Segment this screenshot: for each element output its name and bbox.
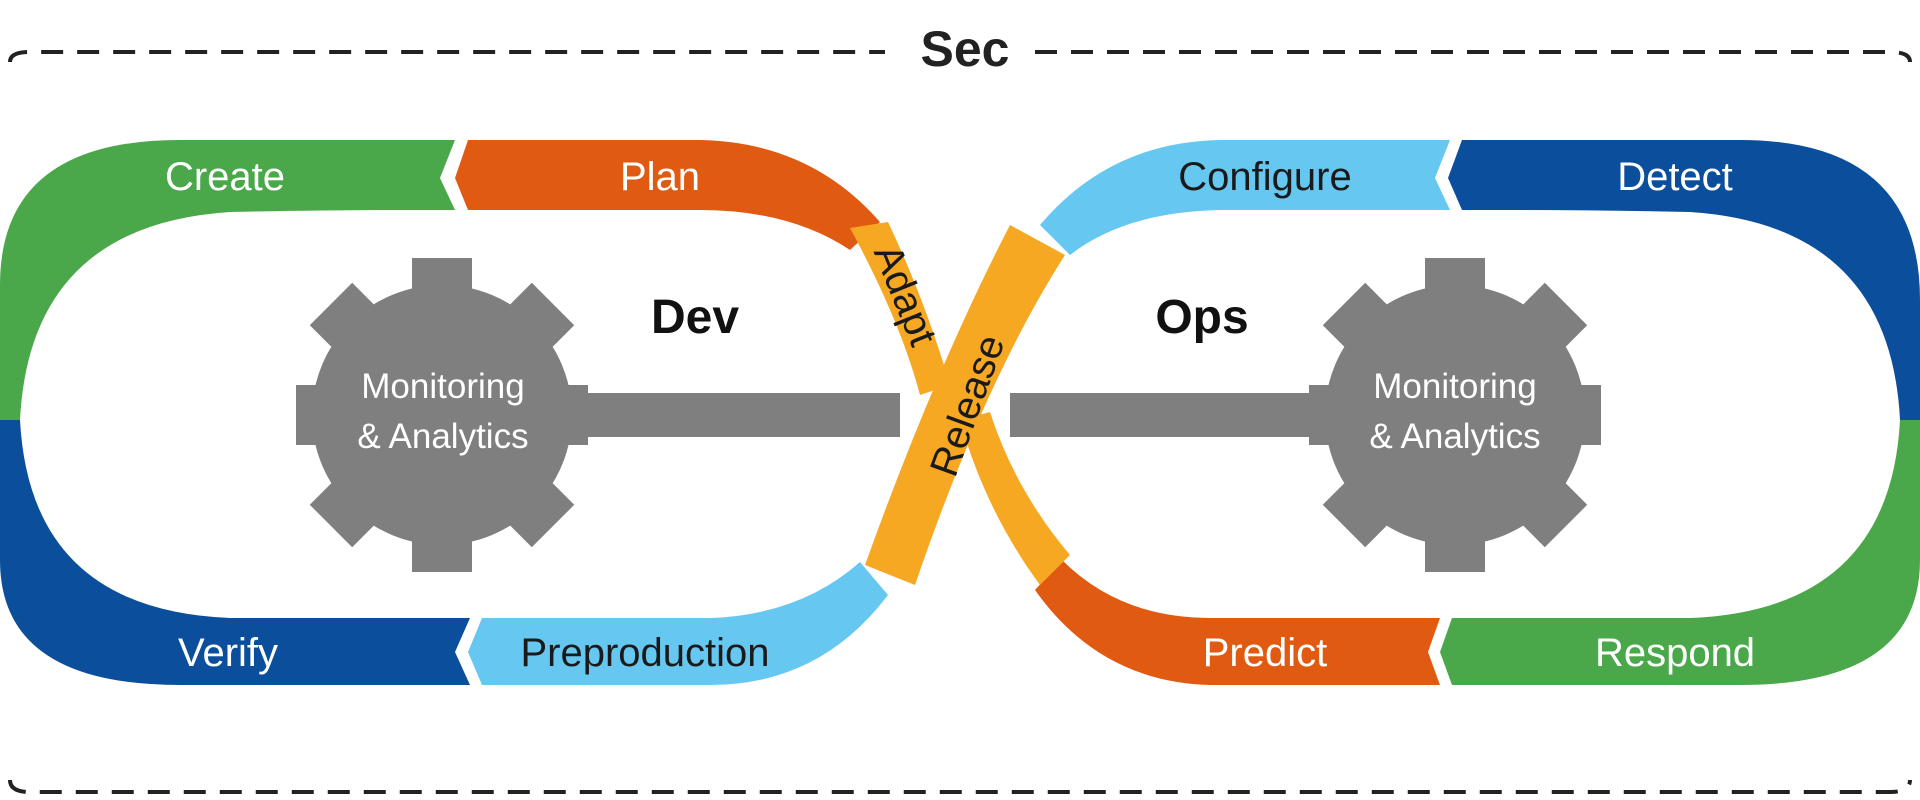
- stage-predict-segment[interactable]: [1035, 560, 1440, 685]
- right-gear-icon: [1309, 258, 1601, 572]
- stage-verify-label: Verify: [178, 631, 278, 675]
- stage-detect-segment[interactable]: [1448, 140, 1920, 420]
- stage-plan-segment[interactable]: [455, 140, 880, 250]
- right-gear-label-line1: Monitoring: [1373, 367, 1536, 406]
- sec-frame: Sec: [8, 21, 1912, 794]
- stage-preproduction-segment[interactable]: [468, 562, 888, 685]
- left-gear-label-line2: & Analytics: [357, 417, 528, 456]
- stage-release-segment[interactable]: [865, 225, 1065, 585]
- stage-predict-label: Predict: [1203, 631, 1328, 675]
- stage-create-label: Create: [165, 155, 285, 199]
- stage-configure-segment[interactable]: [1040, 140, 1450, 255]
- stage-plan-label: Plan: [620, 155, 700, 199]
- stage-verify-segment[interactable]: [0, 420, 470, 685]
- stage-respond-segment[interactable]: [1440, 420, 1920, 685]
- stage-configure-label: Configure: [1178, 155, 1351, 199]
- stage-create-segment[interactable]: [0, 140, 455, 420]
- stage-adapt-label: Adapt: [865, 238, 945, 351]
- sec-frame-top-border: [8, 50, 1912, 63]
- ops-section-label: Ops: [1155, 291, 1248, 344]
- stage-preproduction-label: Preproduction: [520, 631, 769, 675]
- sec-frame-bottom-border: [8, 779, 1912, 794]
- left-gear-label-line1: Monitoring: [361, 367, 524, 406]
- stage-adapt-lower-segment[interactable]: [960, 412, 1070, 585]
- right-gear-label-line2: & Analytics: [1369, 417, 1540, 456]
- stage-adapt-segment[interactable]: [850, 222, 950, 395]
- stage-respond-label: Respond: [1595, 631, 1755, 675]
- sec-frame-title: Sec: [921, 21, 1010, 77]
- left-gear-icon: [296, 258, 588, 572]
- stage-detect-label: Detect: [1617, 155, 1733, 199]
- dev-section-label: Dev: [651, 291, 739, 344]
